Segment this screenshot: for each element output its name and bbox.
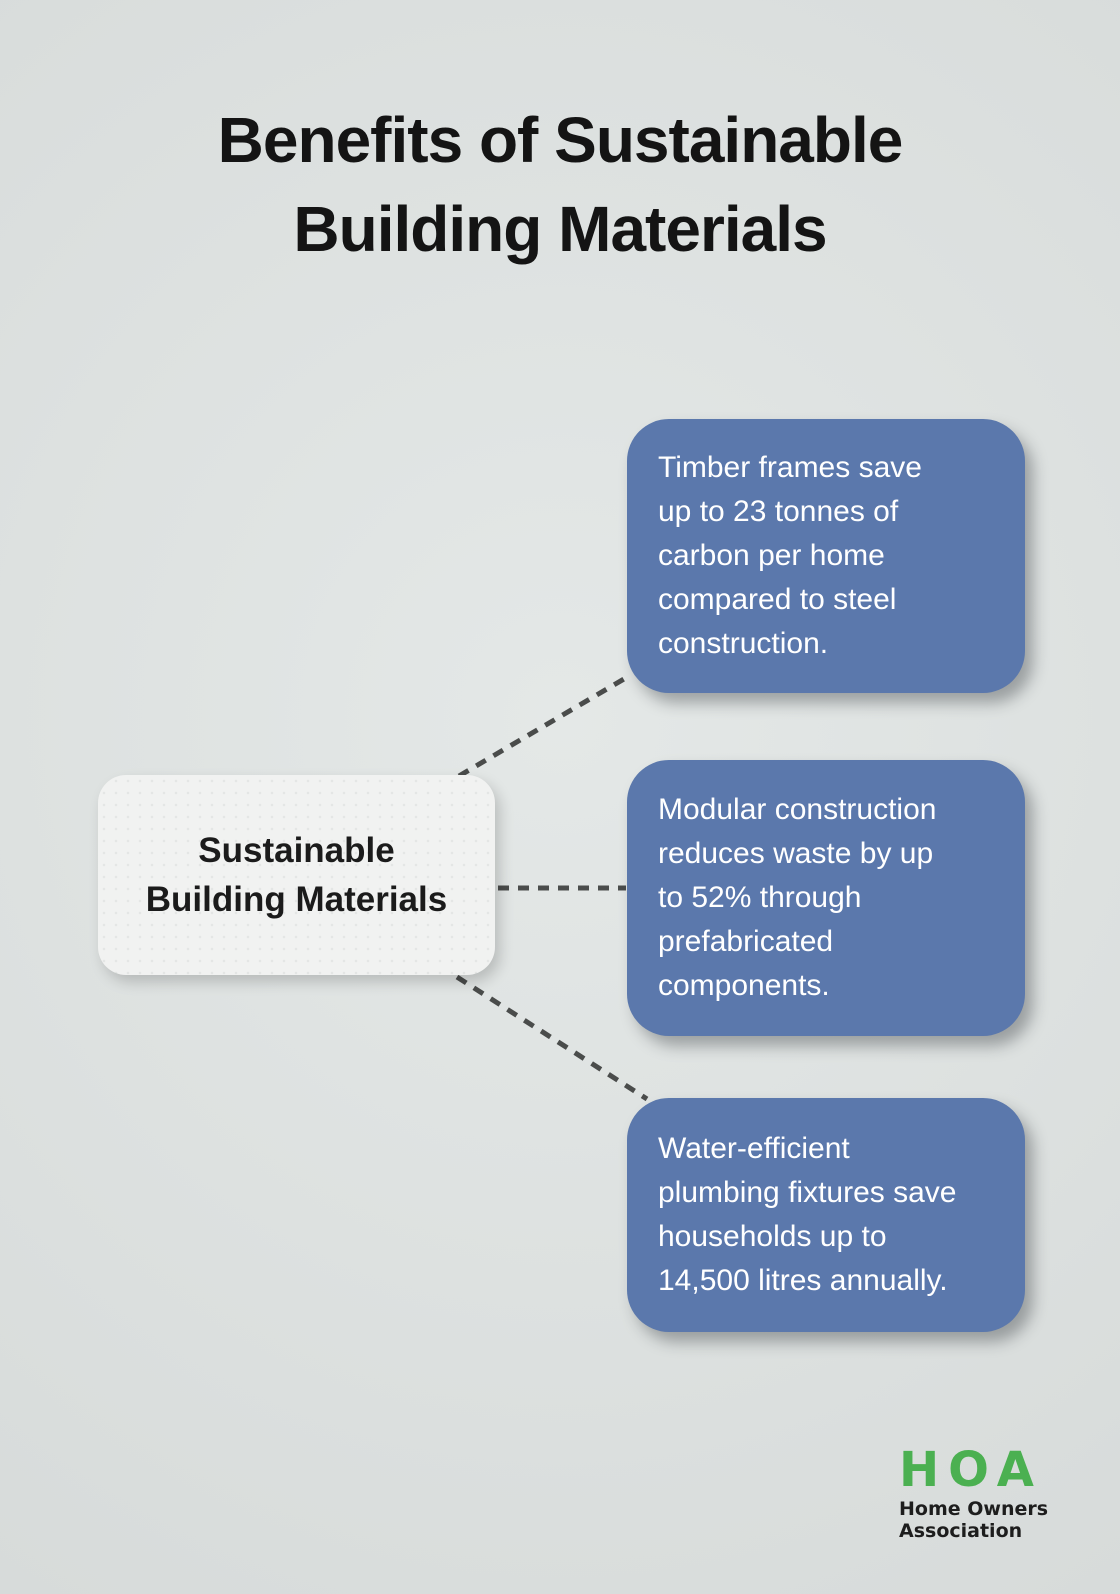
root-node-label: Sustainable Building Materials: [145, 831, 448, 919]
hoa-logo: HOA Home Owners Association: [899, 1446, 1048, 1542]
hoa-logo-acronym: HOA: [899, 1442, 1043, 1498]
page-title: Benefits of Sustainable Building Materia…: [217, 104, 904, 265]
benefit-text-timber: Timber frames save up to 23 tonnes of ca…: [658, 451, 922, 660]
benefit-card-timber: Timber frames save up to 23 tonnes of ca…: [627, 419, 1025, 693]
root-node: Sustainable Building Materials: [98, 775, 495, 975]
benefit-card-water: Water-efficient plumbing fixtures save h…: [627, 1098, 1025, 1332]
benefit-text-modular: Modular construction reduces waste by up…: [658, 793, 937, 1002]
benefit-text-water: Water-efficient plumbing fixtures save h…: [658, 1132, 957, 1297]
hoa-logo-org-name: Home Owners Association: [899, 1498, 1049, 1542]
connector-line-water: [455, 974, 649, 1102]
benefit-card-modular: Modular construction reduces waste by up…: [627, 760, 1025, 1036]
connector-line-timber: [457, 673, 631, 779]
